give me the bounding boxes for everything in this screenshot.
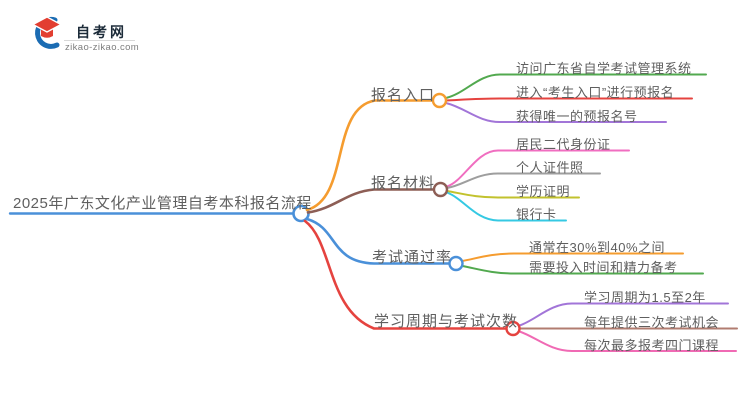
site-logo: 自考网 zikao-zikao.com — [0, 0, 150, 60]
leaf-line-1-3 — [445, 102, 667, 123]
root-node-label: 2025年广东文化产业管理自考本科报名流程 — [13, 195, 312, 212]
leaf-label: 进入“考生入口”进行预报名 — [516, 85, 675, 100]
leaf-line-4-1 — [518, 302, 729, 327]
leaf-label: 银行卡 — [516, 207, 557, 222]
leaf-line-2-1 — [446, 149, 630, 188]
branch-3-line — [305, 217, 451, 265]
leaf-label: 访问广东省自学考试管理系统 — [516, 61, 692, 76]
cap-base — [41, 29, 53, 38]
branch-4-node — [505, 320, 521, 337]
leaf-line-2-3 — [446, 190, 580, 199]
leaf-label: 获得唯一的预报名号 — [516, 109, 638, 124]
branch-label-signup-materials: 报名材料 — [371, 175, 436, 192]
leaf-line-2-2 — [446, 172, 601, 189]
site-domain: zikao-zikao.com — [65, 42, 140, 53]
leaf-label: 通常在30%到40%之间 — [529, 240, 666, 255]
leaf-line-2-4 — [446, 191, 567, 222]
leaf-label: 居民二代身份证 — [516, 137, 611, 152]
leaf-label: 学习周期为1.5至2年 — [584, 290, 706, 305]
branch-2-node — [432, 181, 449, 198]
branch-2-line — [306, 188, 435, 214]
branch-label-pass-rate: 考试通过率 — [372, 249, 453, 266]
leaf-label: 每年提供三次考试机会 — [584, 315, 720, 330]
leaf-line-3-1 — [461, 252, 684, 262]
leaf-label: 学历证明 — [516, 184, 571, 199]
leaf-label: 每次最多报考四门课程 — [584, 338, 720, 353]
branch-1-node — [431, 92, 448, 109]
leaf-line-3-2 — [461, 265, 704, 275]
site-name: 自考网 — [76, 24, 127, 40]
leaf-line-4-3 — [518, 330, 737, 352]
leaf-label: 个人证件照 — [516, 160, 584, 175]
leaf-label: 需要投入时间和精力备考 — [529, 260, 678, 275]
branch-4-line — [303, 219, 508, 330]
graduation-cap-icon — [31, 16, 63, 49]
logo-divider — [64, 39, 135, 41]
cap-board — [31, 16, 63, 33]
leaf-line-1-1 — [445, 73, 707, 99]
leaf-line-1-2 — [445, 97, 693, 102]
branch-label-signup-entrance: 报名入口 — [371, 87, 436, 104]
branch-3-node — [448, 255, 464, 272]
branch-label-study-cycle: 学习周期与考试次数 — [374, 313, 519, 330]
branch-1-line — [305, 99, 434, 212]
